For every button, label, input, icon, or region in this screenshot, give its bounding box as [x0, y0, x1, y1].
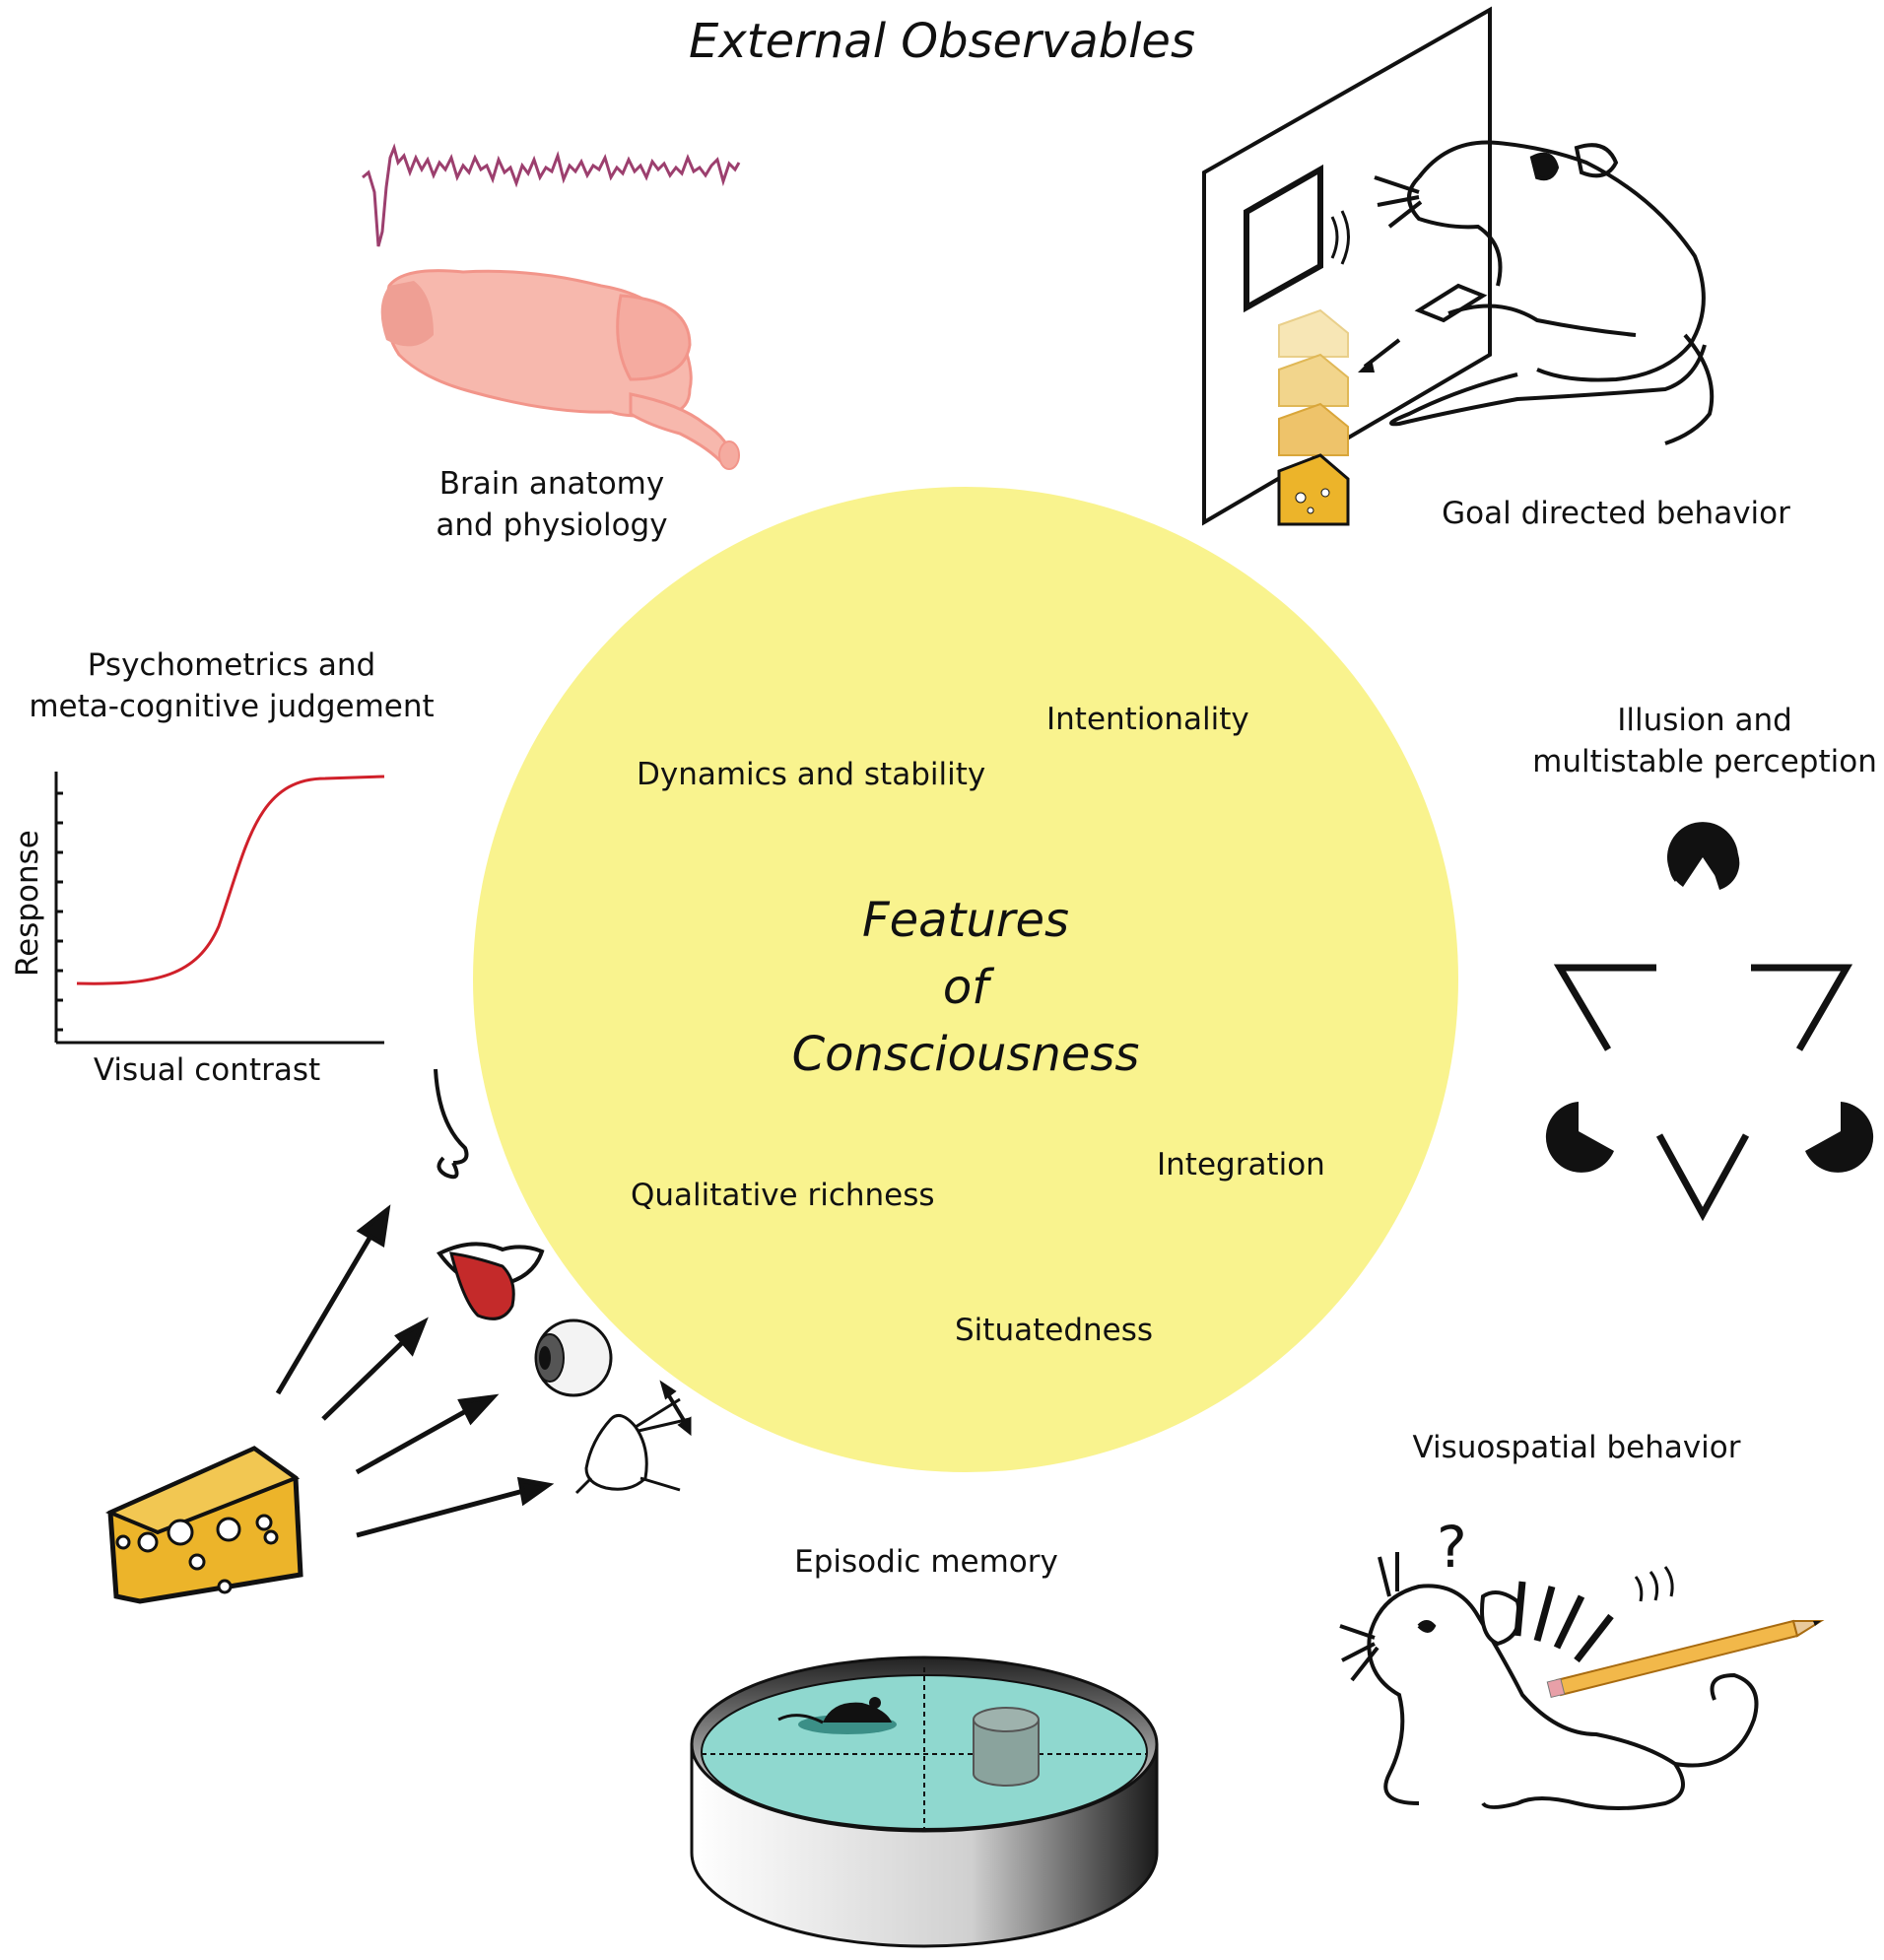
psychometric-curve — [76, 775, 385, 985]
goal-behavior-illustration — [1202, 6, 1715, 526]
psychometric-plot — [54, 772, 385, 1045]
brain-label-line1: Brain anatomy — [438, 466, 665, 502]
psycho-label-line1: Psychometrics and — [87, 647, 376, 683]
consciousness-circle — [473, 487, 1458, 1472]
eeg-trace-icon — [362, 143, 741, 247]
pencil-icon — [1546, 1619, 1825, 1699]
nose-icon — [434, 1068, 469, 1180]
illusion-label-line1: Illusion and — [1617, 703, 1792, 738]
svg-text:?: ? — [1437, 1514, 1467, 1581]
cheese-stack-icon — [1277, 308, 1350, 526]
feature-integration: Integration — [1157, 1147, 1325, 1183]
feature-intentionality: Intentionality — [1046, 702, 1249, 737]
mouth-icon — [436, 1242, 545, 1320]
eye-icon — [534, 1318, 613, 1397]
feature-dynamics: Dynamics and stability — [637, 757, 986, 792]
visuospatial-label: Visuospatial behavior — [1412, 1430, 1741, 1465]
kanizsa-triangle-lines — [1553, 964, 1853, 1222]
feature-qualitative: Qualitative richness — [631, 1178, 935, 1213]
brain-anatomy-label: Brain anatomy and physiology — [424, 463, 680, 546]
kanizsa-triangle-icon — [1545, 822, 1874, 1173]
water-maze-icon — [690, 1656, 1159, 1948]
sense-arrows — [275, 1204, 555, 1538]
whisker-mouse-icon — [574, 1380, 692, 1495]
psychometric-y-label: Response — [10, 830, 45, 977]
goal-directed-label: Goal directed behavior — [1442, 496, 1790, 531]
psycho-label-line2: meta-cognitive judgement — [29, 689, 435, 724]
visuospatial-illustration: ? — [1339, 1514, 1759, 1810]
cheese-icon — [104, 1446, 303, 1604]
illusion-label-line2: multistable perception — [1532, 744, 1877, 779]
rat-icon — [1374, 140, 1715, 445]
brain-icon — [380, 269, 740, 470]
psychometrics-label: Psychometrics and meta-cognitive judgeme… — [20, 644, 443, 727]
center-title-line2: of — [942, 960, 989, 1015]
psychometric-x-label: Visual contrast — [93, 1052, 321, 1088]
feature-situatedness: Situatedness — [955, 1313, 1154, 1348]
center-title-line3: Consciousness — [791, 1027, 1140, 1082]
episodic-memory-label: Episodic memory — [794, 1544, 1058, 1580]
figure-title: External Observables — [689, 14, 1195, 69]
center-title-line1: Features — [861, 893, 1070, 948]
brain-label-line2: and physiology — [436, 507, 668, 543]
center-title: Features of Consciousness — [769, 887, 1163, 1088]
illusion-label: Illusion and multistable perception — [1527, 700, 1882, 782]
